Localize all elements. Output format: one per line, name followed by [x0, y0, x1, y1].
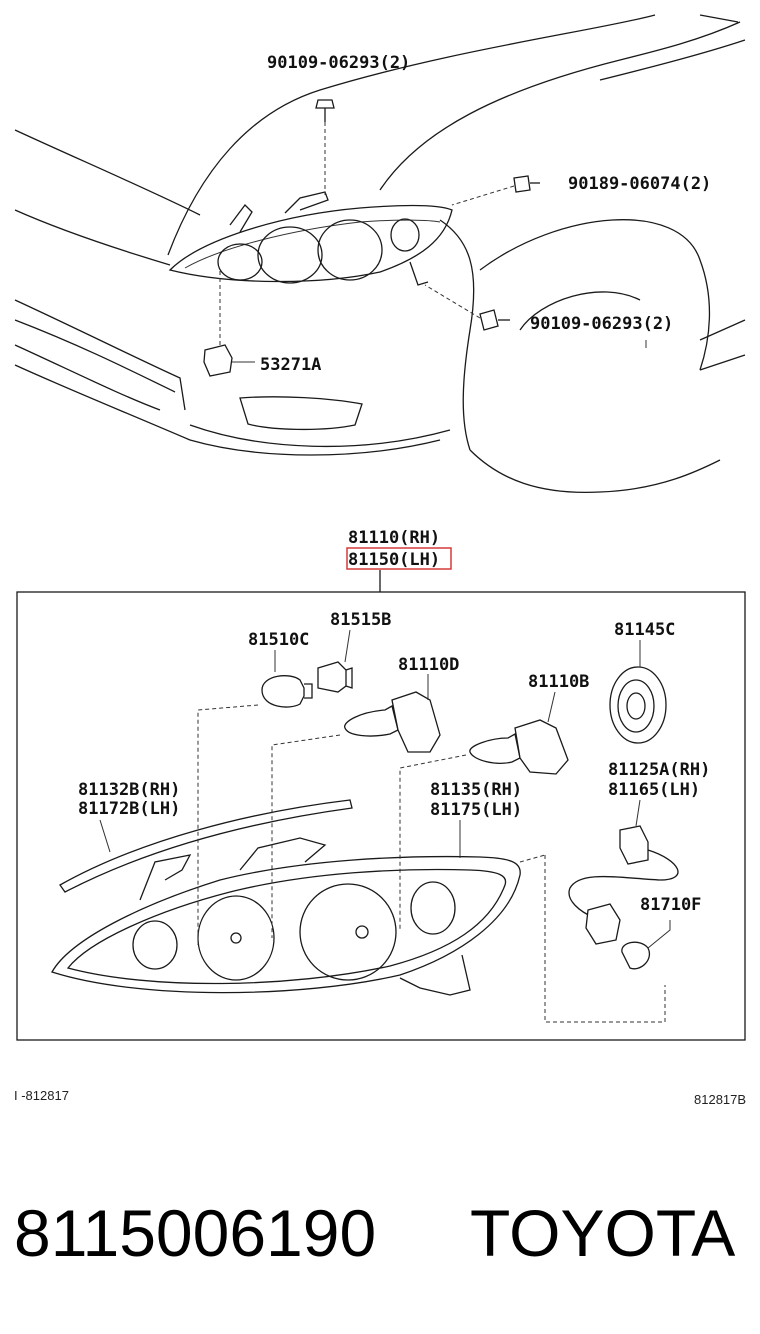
brand-name: TOYOTA: [470, 1196, 735, 1270]
headlamp-exploded-view: [51, 629, 679, 1023]
footer-code-right: 812817B: [694, 1092, 746, 1107]
detail-frame: [16, 591, 746, 1041]
callout-bulb-f: 81710F: [640, 895, 701, 915]
callout-assembly-lh: 81150(LH): [348, 550, 440, 570]
callout-screw-top: 90109-06293(2): [267, 53, 410, 73]
part-number: 8115006190: [14, 1196, 376, 1270]
callout-bracket: 53271A: [260, 355, 321, 375]
callout-screw-lower: 90109-06293(2): [530, 314, 673, 334]
callout-assembly-rh: 81110(RH): [348, 528, 440, 548]
callout-socket-small: 81515B: [330, 610, 391, 630]
callout-housing-rh: 81135(RH): [430, 780, 522, 800]
callout-bulb-d: 81110D: [398, 655, 459, 675]
footer-code-left: I -812817: [14, 1088, 69, 1103]
callout-wire-lh: 81165(LH): [608, 780, 700, 800]
callout-gasket-rh: 81132B(RH): [78, 780, 180, 800]
highlight-box: [346, 547, 452, 570]
callout-clip-right: 90189-06074(2): [568, 174, 711, 194]
callout-gasket-lh: 81172B(LH): [78, 799, 180, 819]
callout-cover: 81145C: [614, 620, 675, 640]
callout-housing-lh: 81175(LH): [430, 800, 522, 820]
callout-wire-rh: 81125A(RH): [608, 760, 710, 780]
callout-bulb-b: 81110B: [528, 672, 589, 692]
vehicle-body-drawing: [14, 14, 746, 494]
callout-bulb-small: 81510C: [248, 630, 309, 650]
